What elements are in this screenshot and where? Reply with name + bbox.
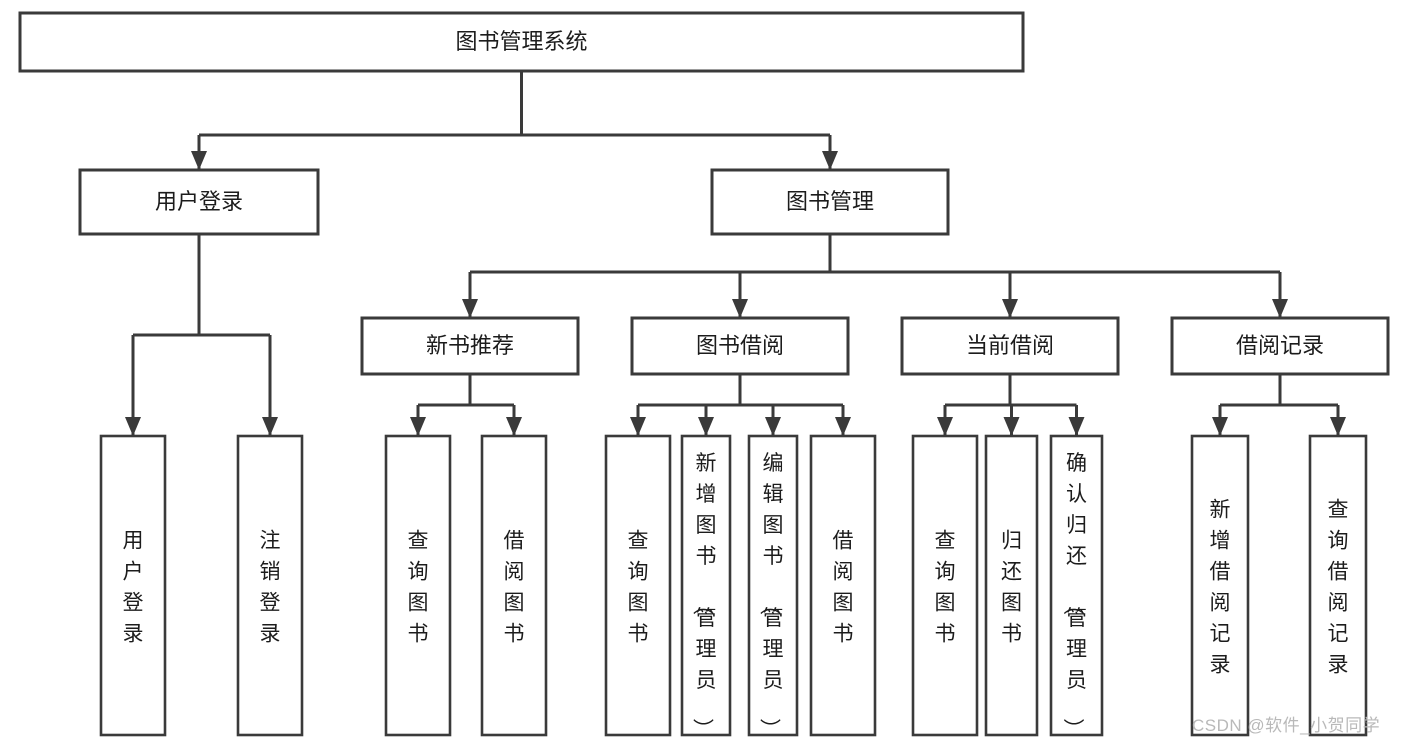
arrow-head-icon-leaf-query-book-2 [630,417,646,436]
node-label-leaf-query-book-3: 查询图书 [935,530,956,646]
node-box-leaf-query-book-1[interactable] [384,434,452,737]
node-label-root: 图书管理系统 [455,29,587,54]
node-leaf-add-book[interactable]: 新增图书（管理员） [680,434,732,739]
arrow-head-icon-leaf-user-logout [262,417,278,436]
node-box-user-login[interactable] [78,168,320,236]
node-label-borrow-record: 借阅记录 [1236,333,1324,358]
node-box-leaf-borrow-book-2[interactable] [809,434,877,737]
node-box-leaf-query-book-3[interactable] [911,434,979,737]
arrow-head-icon-leaf-add-book [698,417,714,436]
node-label-current-borrow: 当前借阅 [966,333,1054,358]
node-root[interactable]: 图书管理系统 [18,11,1025,73]
node-label-leaf-add-record: 新增借阅记录 [1210,499,1231,677]
node-book-manage[interactable]: 图书管理 [710,168,950,236]
node-leaf-confirm-return[interactable]: 确认归还（管理员） [1049,434,1104,739]
node-label-leaf-query-record: 查询借阅记录 [1328,499,1349,677]
arrow-head-icon-new-book-rec [462,299,478,318]
node-borrow-record[interactable]: 借阅记录 [1170,316,1390,376]
node-user-login[interactable]: 用户登录 [78,168,320,236]
arrow-head-icon-book-borrow [732,299,748,318]
csdn-watermark: CSDN @软件_小贺同学 [1192,716,1380,735]
node-leaf-user-login[interactable]: 用户登录 [99,434,167,737]
arrow-head-icon-leaf-borrow-book-1 [506,417,522,436]
node-box-book-manage[interactable] [710,168,950,236]
arrow-head-icon-leaf-confirm-return [1068,417,1085,436]
node-label-leaf-borrow-book-1: 借阅图书 [504,530,525,646]
node-label-new-book-rec: 新书推荐 [426,333,514,358]
node-leaf-query-book-3[interactable]: 查询图书 [911,434,979,737]
node-box-leaf-add-book[interactable] [680,434,732,737]
node-box-new-book-rec[interactable] [360,316,580,376]
node-box-root[interactable] [18,11,1025,73]
node-leaf-query-book-1[interactable]: 查询图书 [384,434,452,737]
arrow-head-icon-leaf-query-book-3 [937,417,953,436]
node-box-leaf-confirm-return[interactable] [1049,434,1104,737]
node-label-book-manage: 图书管理 [786,189,874,214]
node-box-leaf-edit-book[interactable] [747,434,799,737]
node-label-leaf-add-book: 新增图书（管理员） [691,452,717,739]
node-current-borrow[interactable]: 当前借阅 [900,316,1120,376]
node-label-leaf-confirm-return: 确认归还（管理员） [1061,452,1087,739]
arrow-head-icon-leaf-query-record [1330,417,1346,436]
node-label-user-login: 用户登录 [155,189,243,214]
node-leaf-user-logout[interactable]: 注销登录 [236,434,304,737]
arrow-head-icon-leaf-query-book-1 [410,417,426,436]
node-label-leaf-query-book-2: 查询图书 [628,530,649,646]
arrow-head-icon-current-borrow [1002,299,1018,318]
arrow-head-icon-leaf-add-record [1212,417,1228,436]
node-leaf-borrow-book-1[interactable]: 借阅图书 [480,434,548,737]
node-label-leaf-borrow-book-2: 借阅图书 [833,530,854,646]
node-leaf-query-book-2[interactable]: 查询图书 [604,434,672,737]
node-label-leaf-user-login: 用户登录 [123,530,144,646]
node-layer: 图书管理系统用户登录图书管理新书推荐图书借阅当前借阅借阅记录用户登录注销登录查询… [18,11,1390,739]
node-new-book-rec[interactable]: 新书推荐 [360,316,580,376]
node-label-leaf-return-book: 归还图书 [1001,530,1022,646]
arrow-head-icon-leaf-user-login [125,417,141,436]
node-box-leaf-query-book-2[interactable] [604,434,672,737]
node-leaf-edit-book[interactable]: 编辑图书（管理员） [747,434,799,739]
node-label-leaf-query-book-1: 查询图书 [408,530,429,646]
node-leaf-query-record[interactable]: 查询借阅记录 [1308,434,1368,737]
node-box-leaf-return-book[interactable] [984,434,1039,737]
node-box-current-borrow[interactable] [900,316,1120,376]
node-box-leaf-user-logout[interactable] [236,434,304,737]
arrow-head-icon-user-login [191,151,207,170]
node-box-book-borrow[interactable] [630,316,850,376]
node-leaf-add-record[interactable]: 新增借阅记录 [1190,434,1250,737]
node-box-leaf-user-login[interactable] [99,434,167,737]
arrow-head-icon-borrow-record [1272,299,1288,318]
arrow-head-icon-leaf-return-book [1003,417,1020,436]
node-book-borrow[interactable]: 图书借阅 [630,316,850,376]
node-box-leaf-query-record[interactable] [1308,434,1368,737]
node-leaf-borrow-book-2[interactable]: 借阅图书 [809,434,877,737]
node-box-leaf-add-record[interactable] [1190,434,1250,737]
node-label-leaf-user-logout: 注销登录 [260,530,281,646]
node-box-leaf-borrow-book-1[interactable] [480,434,548,737]
arrow-head-icon-leaf-edit-book [765,417,781,436]
connector-layer [125,71,1346,436]
arrow-head-icon-book-manage [822,151,838,170]
node-leaf-return-book[interactable]: 归还图书 [984,434,1039,737]
node-label-leaf-edit-book: 编辑图书（管理员） [758,452,784,739]
node-label-book-borrow: 图书借阅 [696,333,784,358]
node-box-borrow-record[interactable] [1170,316,1390,376]
arrow-head-icon-leaf-borrow-book-2 [835,417,851,436]
